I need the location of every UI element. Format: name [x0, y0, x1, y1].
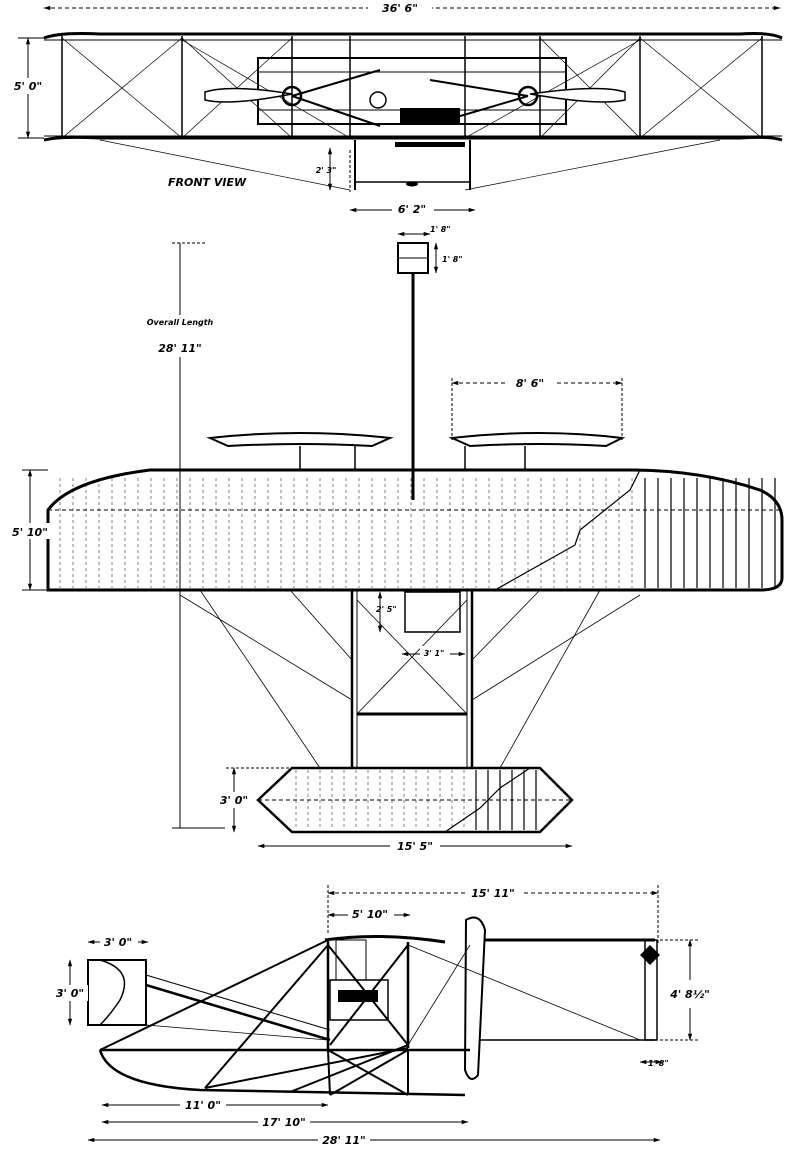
front-view-caption: FRONT VIEW [168, 176, 247, 189]
side-rudder-height-dim: 4' 8½" [669, 988, 710, 1001]
front-right-propeller [529, 87, 626, 103]
plan-chord-dim: 5' 10" [12, 526, 48, 539]
front-upper-wing [43, 32, 783, 40]
side-elevator-height-dim: 3' 0" [56, 987, 84, 1000]
plan-elevator-chord-dim: 3' 0" [220, 794, 248, 807]
plan-overall-length-dim: 28' 11" [158, 342, 202, 355]
plan-rudder-width-dim: 1' 8" [430, 225, 451, 234]
front-lower-wing [43, 135, 783, 142]
plan-seat-offset-dim: 2' 5" [376, 605, 397, 614]
plan-elevator-ribs [295, 770, 537, 830]
plan-rudder-length-dim: 1' 8" [442, 255, 463, 264]
side-front-to-trail-dim: 17' 10" [262, 1116, 306, 1129]
front-gap-dim: 5' 0" [14, 80, 42, 93]
side-view: 15' 11" 5' 10" 3' 0" 3' 0" 4' 8½" 1 [52, 885, 710, 1147]
plan-right-propeller [448, 432, 626, 448]
side-rudder-depth-dim: 1' 8" [648, 1059, 669, 1068]
side-front-elevator [87, 959, 147, 1026]
front-view: 36' 6" [10, 0, 783, 216]
plan-seat-width-dim: 3' 1" [424, 649, 445, 658]
front-span-dim: 36' 6" [382, 2, 418, 15]
plan-left-propeller [206, 432, 394, 448]
side-wing-to-tail-dim: 15' 11" [471, 887, 515, 900]
plan-elevator-span-dim: 15' 5" [397, 840, 433, 853]
side-elevator-length-dim: 3' 0" [104, 936, 132, 949]
side-rudder [644, 939, 658, 1041]
side-front-to-wing-dim: 11' 0" [185, 1099, 221, 1112]
side-propeller [463, 916, 487, 1080]
front-skid-track-dim: 6' 2" [398, 203, 426, 216]
front-skid-height-dim: 2' 3" [316, 166, 337, 175]
plan-view: 1' 8" 1' 8" Overall Length 28' 11" 8' 6" [10, 225, 784, 853]
side-overall-dim: 28' 11" [322, 1134, 366, 1147]
side-skid [98, 1049, 466, 1097]
front-left-propeller [204, 87, 293, 103]
plan-main-wing [46, 468, 784, 592]
plan-overall-length-label: Overall Length [147, 318, 214, 327]
side-wing-chord-dim: 5' 10" [352, 908, 388, 921]
plan-wing-ribs [59, 478, 776, 588]
plan-propeller-offset-dim: 8' 6" [516, 377, 544, 390]
